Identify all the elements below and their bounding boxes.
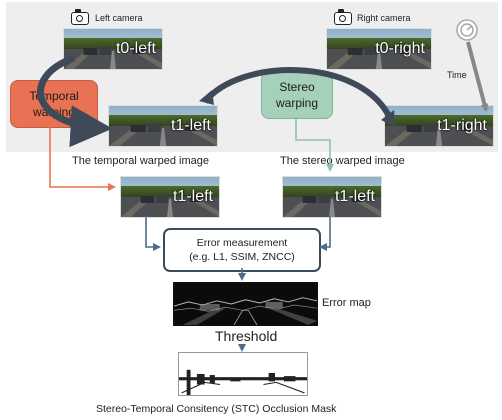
temporal-warped-caption: The temporal warped image (72, 155, 209, 167)
temporal-output-arrow (49, 126, 116, 191)
image-t0-left-label: t0-left (115, 40, 156, 57)
stereo-arc-head-right (381, 110, 395, 127)
stereo-output-arrow (295, 117, 334, 172)
occlusion-mask-image (178, 352, 308, 396)
stereo-arc (202, 67, 393, 120)
left-camera-label: Left camera (95, 13, 143, 23)
occlusion-mask-caption: Stereo-Temporal Consitency (STC) Occlusi… (96, 403, 337, 415)
time-arrow (466, 41, 489, 112)
error-measurement-title: Error measurement (196, 237, 288, 249)
threshold-label: Threshold (215, 328, 278, 344)
image-t1-left-label: t1-left (170, 117, 211, 134)
stereo-warped-caption: The stereo warped image (280, 155, 405, 167)
stopwatch-icon (456, 19, 478, 41)
time-label: Time (447, 70, 467, 80)
stereo-warped-image: t1-left (282, 176, 382, 218)
image-t0-left: t0-left (63, 28, 163, 70)
error-map-image (173, 282, 318, 326)
temporal-warped-image: t1-left (120, 176, 220, 218)
temporal-warping-arrow (37, 54, 113, 148)
right-camera-label: Right camera (357, 13, 411, 23)
right-camera-icon (334, 9, 352, 25)
left-camera-icon (71, 9, 89, 25)
stereo-warping-box: Stereo warping (261, 71, 333, 119)
image-t0-right-label: t0-right (375, 40, 425, 57)
image-t1-right: t1-right (384, 105, 494, 147)
stereo-arc-head-left (199, 90, 214, 105)
stereo-to-error-arrow (319, 216, 331, 251)
stereo-warping-line2: warping (275, 96, 319, 110)
image-t0-right: t0-right (326, 28, 432, 70)
image-t1-right-label: t1-right (437, 117, 487, 134)
temporal-to-error-arrow (145, 216, 161, 251)
stereo-warped-image-label: t1-left (334, 188, 375, 205)
error-measurement-examples: (e.g. L1, SSIM, ZNCC) (189, 251, 295, 263)
error-measurement-box: Error measurement (e.g. L1, SSIM, ZNCC) (163, 228, 321, 272)
error-map-label: Error map (322, 297, 371, 309)
temporal-warped-image-label: t1-left (172, 188, 213, 205)
stereo-warping-line1: Stereo (279, 80, 315, 94)
